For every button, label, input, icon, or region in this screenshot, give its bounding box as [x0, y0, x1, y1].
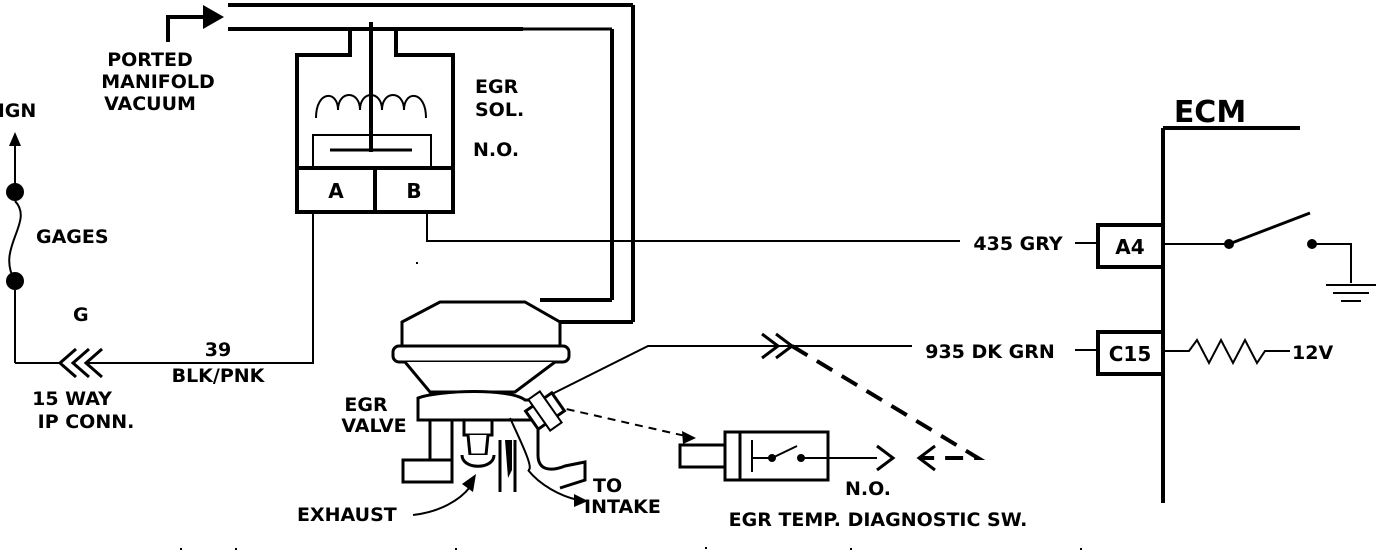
ecm-pin-a4 [1096, 223, 1165, 269]
gages-fuse [8, 200, 22, 282]
egr-temp-diagnostic-switch [678, 430, 877, 482]
ign-feed [6, 132, 60, 364]
circuit-935-wire [547, 345, 912, 397]
gages-fuse-terminal-bottom [6, 272, 24, 290]
circuit-935-label: 935 DK GRN [925, 341, 1055, 363]
pullup-resistor [1163, 337, 1290, 366]
exhaust-flow-arrow [412, 486, 471, 516]
vacuum-label: VACUUM [104, 93, 196, 115]
solenoid-pin-b: B [406, 179, 421, 203]
switch-name-label: EGR TEMP. DIAGNOSTIC SW. [729, 509, 1028, 531]
switch-side-chevrons [876, 444, 936, 472]
circuit-39-color: BLK/PNK [172, 365, 266, 387]
ecm-pin-a4-label: A4 [1115, 235, 1144, 259]
ign-label: IGN [0, 100, 36, 122]
egr-valve-label-1: EGR [344, 394, 388, 416]
egr-sol-no-label: N.O. [473, 139, 519, 161]
voltage-label: 12V [1292, 342, 1333, 364]
egr-valve-label-2: VALVE [341, 415, 406, 437]
egr-sol-label-2: SOL. [475, 99, 524, 121]
exhaust-label: EXHAUST [297, 504, 397, 526]
circuit-435-wire [426, 212, 960, 242]
vacuum-source-arrow [166, 5, 224, 42]
ip-conn-label-2: IP CONN. [38, 411, 135, 433]
ecm-internal-switch [1163, 211, 1352, 283]
ip-connector-chevrons [57, 347, 103, 379]
ecm-label: ECM [1174, 95, 1246, 130]
gages-fuse-terminal-top [6, 183, 24, 201]
ecm-pin-c15-label: C15 [1109, 342, 1152, 366]
circuit-39-wire [88, 212, 314, 364]
scan-specks [180, 262, 1082, 550]
solenoid-coil [315, 94, 427, 119]
manifold-label: MANIFOLD [101, 71, 215, 93]
ecm-pin-c15 [1096, 330, 1165, 376]
egr-valve [391, 300, 588, 507]
switch-no-label: N.O. [845, 478, 891, 500]
ip-conn-label-1: 15 WAY [32, 388, 112, 410]
circuit-39-number: 39 [205, 339, 231, 361]
to-intake-label-1: TO [593, 475, 622, 497]
ecm-module [1161, 126, 1300, 503]
egr-sol-label-1: EGR [475, 76, 519, 98]
sensing-dashed-line [552, 405, 691, 438]
to-intake-label-2: INTAKE [584, 496, 661, 518]
solenoid-pin-a: A [328, 179, 344, 203]
ground-icon [1326, 284, 1376, 302]
ported-label: PORTED [107, 49, 193, 71]
dashed-harness-line [790, 344, 986, 460]
egr-solenoid [295, 22, 455, 214]
gages-label: GAGES [36, 226, 109, 248]
circuit-435-label: 435 GRY [973, 233, 1062, 255]
ground-g-label: G [73, 304, 89, 326]
